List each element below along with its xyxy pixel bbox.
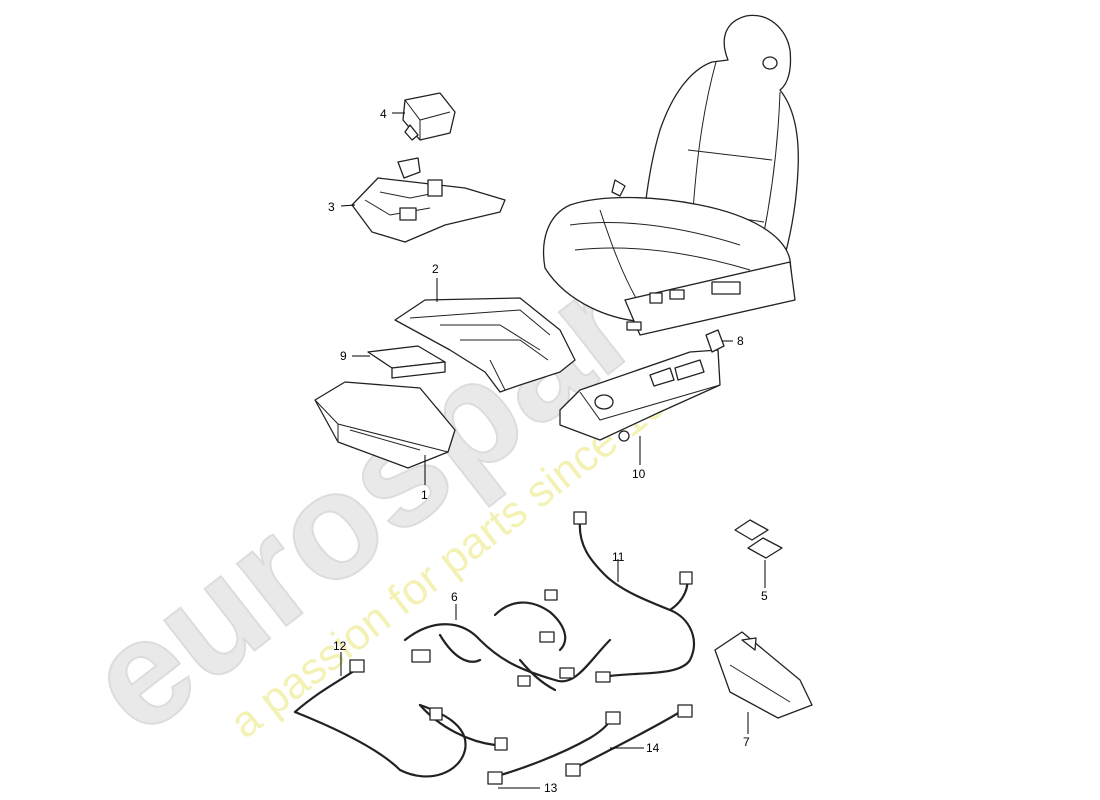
callout-4: 4 — [380, 107, 387, 121]
callout-2: 2 — [432, 262, 439, 276]
part-11-harness — [573, 511, 695, 683]
callout-6: 6 — [451, 590, 458, 604]
callout-10: 10 — [632, 467, 646, 481]
part-8-knob — [705, 329, 725, 353]
part-7-bracket — [714, 631, 813, 719]
part-3-plate — [351, 157, 506, 243]
part-2-frame — [394, 297, 576, 393]
part-12-harness — [293, 659, 508, 778]
callout-leaders — [340, 112, 766, 789]
part-13-14-cables — [487, 704, 693, 785]
callout-14: 14 — [646, 741, 660, 755]
part-4-relay — [402, 92, 456, 141]
callout-3: 3 — [328, 200, 335, 214]
part-6-harness — [403, 589, 612, 692]
callout-1: 1 — [421, 488, 428, 502]
callout-8: 8 — [737, 334, 744, 348]
callout-5: 5 — [761, 589, 768, 603]
part-1-control-unit — [314, 381, 456, 469]
callout-11: 11 — [612, 550, 625, 564]
part-10-switch-module — [559, 349, 721, 442]
callout-9: 9 — [340, 349, 347, 363]
part-5-clips — [734, 519, 783, 559]
callout-7: 7 — [743, 735, 750, 749]
part-9-tray — [367, 345, 446, 379]
seat-assembly — [542, 14, 799, 336]
callout-13: 13 — [544, 781, 558, 795]
callout-labels: 1 2 3 4 5 6 7 8 9 10 11 12 13 14 — [328, 107, 768, 795]
callout-12: 12 — [333, 639, 347, 653]
